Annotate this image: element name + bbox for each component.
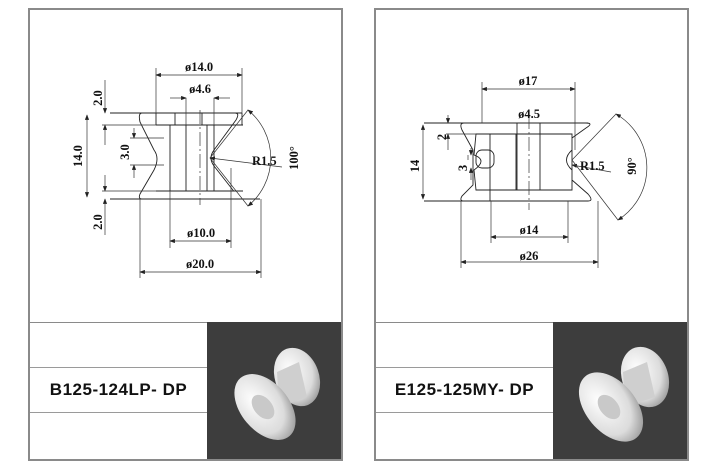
dim-outer-diameter: ø20.0	[186, 257, 214, 271]
dim-bottom-inner-diameter: ø10.0	[187, 226, 215, 240]
dim-angle: 90°	[625, 157, 639, 175]
cross-section-drawing: ø17 ø4.5 14 2 3 R1.5 90°	[408, 74, 648, 268]
product-card-right: ø17 ø4.5 14 2 3 R1.5 90°	[374, 8, 689, 461]
dim-bottom-lip: 2.0	[91, 214, 105, 230]
dim-groove-height: 3	[456, 165, 470, 171]
info-row-empty	[30, 413, 207, 458]
product-photo	[553, 322, 687, 459]
dim-top-diameter: ø14.0	[185, 60, 213, 74]
section-body	[489, 122, 592, 202]
info-table: B125-124LP- DP	[30, 322, 207, 459]
dim-outer-diameter: ø26	[520, 249, 539, 263]
info-row-code: B125-124LP- DP	[30, 368, 207, 413]
technical-drawing: ø14.0 ø4.6 14.0 2.0 2.0 3.0	[30, 10, 341, 322]
dim-bore-diameter: ø4.6	[189, 82, 211, 96]
info-row-code: E125-125MY- DP	[376, 368, 553, 413]
suction-cup-image	[234, 347, 321, 440]
suction-cup-image	[578, 346, 670, 442]
info-row-empty	[376, 413, 553, 458]
info-table: E125-125MY- DP	[376, 322, 553, 459]
dim-top-lip: 2.0	[91, 90, 105, 106]
dim-bottom-inner-diameter: ø14	[520, 223, 540, 237]
dim-bore-diameter: ø4.5	[518, 107, 540, 121]
product-code: E125-125MY- DP	[394, 380, 535, 399]
dim-total-height: 14	[408, 159, 422, 172]
dim-angle: 100°	[287, 146, 301, 170]
product-code: B125-124LP- DP	[49, 380, 188, 399]
dim-top-diameter: ø17	[519, 74, 538, 88]
dim-total-height: 14.0	[71, 145, 85, 167]
info-row-empty	[30, 323, 207, 368]
section-hatch-left	[138, 112, 176, 200]
dim-groove-height: 3.0	[118, 144, 132, 160]
technical-drawing: ø17 ø4.5 14 2 3 R1.5 90°	[376, 10, 687, 322]
dim-groove-radius: R1.5	[580, 159, 605, 173]
product-card-left: ø14.0 ø4.6 14.0 2.0 2.0 3.0	[28, 8, 343, 461]
cross-section-drawing: ø14.0 ø4.6 14.0 2.0 2.0 3.0	[71, 60, 301, 278]
dim-top-lip: 2	[435, 134, 449, 140]
info-row-empty	[376, 323, 553, 368]
dim-groove-radius: R1.5	[252, 154, 277, 168]
product-photo	[207, 322, 341, 459]
